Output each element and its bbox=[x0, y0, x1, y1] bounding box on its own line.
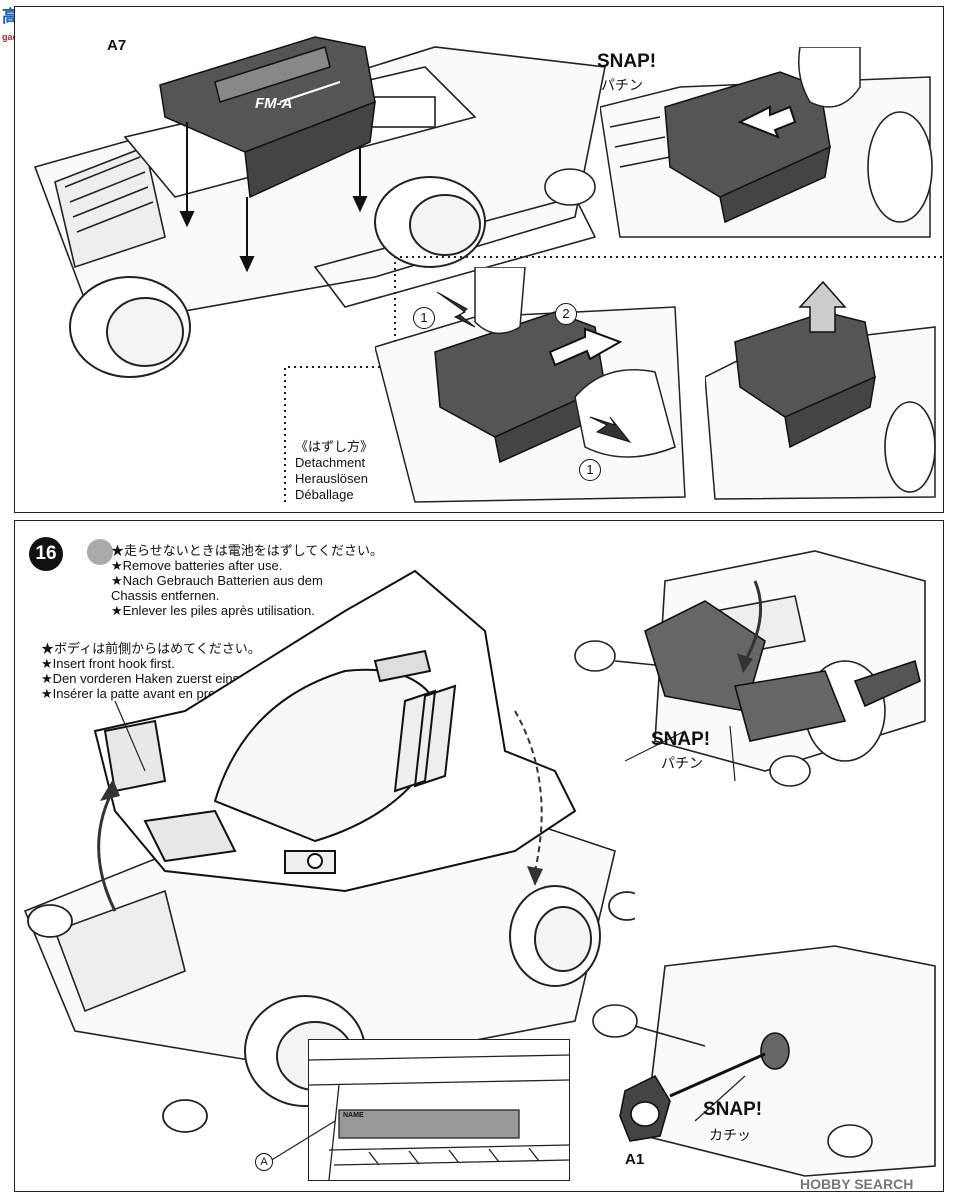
note-battery-fr: ★Enlever les piles après utilisation. bbox=[111, 603, 315, 618]
car-body bbox=[93, 569, 577, 893]
step-number-16: 16 bbox=[29, 537, 63, 571]
snap-label-right-jp: パチン bbox=[661, 755, 703, 771]
detach-text: 《はずし方》 Detachment Herauslösen Déballage bbox=[295, 439, 373, 503]
battery-cover-lifted bbox=[734, 311, 876, 449]
part-label-a1: A1 bbox=[625, 1151, 645, 1168]
roller-left bbox=[27, 904, 73, 938]
detach-illustration-1 bbox=[375, 267, 686, 503]
insert-guide-line bbox=[669, 1052, 766, 1098]
wheel-front-left bbox=[69, 276, 191, 378]
watermark-hobby-search: HOBBY SEARCH bbox=[800, 1176, 914, 1192]
push-arrow-top bbox=[436, 291, 476, 328]
slide-arrow-2 bbox=[548, 327, 623, 367]
roller-right bbox=[608, 891, 635, 921]
finger-side bbox=[574, 369, 676, 458]
step-15-panel: A7 FM-A SNAP! パチン bbox=[14, 6, 945, 513]
snap-label-bottom: SNAP! bbox=[703, 1099, 763, 1120]
rear-body-part bbox=[644, 600, 921, 742]
note-hook-fr: ★Insérer la patte avant en premier. bbox=[41, 686, 244, 701]
circled-step-1-bottom: 1 bbox=[579, 459, 601, 481]
wheel-rear bbox=[374, 176, 486, 268]
note-battery-en: ★Remove batteries after use. bbox=[111, 558, 283, 573]
circled-step-2: 2 bbox=[555, 303, 577, 325]
roller-a1-inset bbox=[592, 945, 936, 1177]
curved-arrow-rear bbox=[743, 580, 763, 662]
note-hook-en: ★Insert front hook first. bbox=[41, 656, 175, 671]
snap-label-top-jp: パチン bbox=[601, 77, 643, 93]
detach-illustration-2 bbox=[705, 280, 936, 500]
snap-inset-illustration bbox=[600, 47, 933, 238]
hook-leader-line bbox=[114, 700, 146, 772]
curved-arrow-front bbox=[97, 795, 117, 912]
finger-top bbox=[474, 267, 526, 335]
thumb-illustration bbox=[798, 47, 861, 108]
note-battery-de-2: Chassis entfernen. bbox=[111, 588, 220, 603]
emblem-main: FM-A bbox=[255, 95, 293, 112]
slide-arrow bbox=[737, 105, 797, 139]
note-battery-jp: ★走らせないときは電池をはずしてください。 bbox=[111, 543, 383, 558]
push-arrow-side bbox=[589, 416, 632, 443]
detach-fr: Déballage bbox=[295, 487, 354, 502]
down-arrows bbox=[179, 122, 368, 273]
rear-chassis-inset bbox=[574, 550, 926, 787]
detach-jp: 《はずし方》 bbox=[295, 439, 374, 454]
dotted-separator bbox=[284, 256, 945, 502]
roller-bottom bbox=[162, 1099, 208, 1133]
name-plate-sticker bbox=[338, 1109, 520, 1139]
dashed-guide bbox=[514, 710, 543, 872]
name-plate-label: NAME bbox=[343, 1112, 364, 1119]
sticker-inset: NAME bbox=[308, 1039, 570, 1181]
sticker-label-a: A bbox=[255, 1153, 273, 1171]
wheel-rear-right bbox=[509, 885, 601, 987]
snap-label-bottom-jp: カチッ bbox=[709, 1127, 751, 1143]
chassis-illustration-main bbox=[33, 36, 606, 378]
sticker-leader-line bbox=[269, 1120, 336, 1162]
note-hook-jp: ★ボディは前側からはめてください。 bbox=[41, 641, 261, 656]
battery-notes: ★走らせないときは電池をはずしてください。 ★Remove batteries … bbox=[111, 543, 383, 618]
hook-notes: ★ボディは前側からはめてください。 ★Insert front hook fir… bbox=[41, 641, 275, 701]
detach-en: Detachment bbox=[295, 455, 366, 470]
part-label-a7: A7 bbox=[107, 37, 127, 54]
detach-de: Herauslösen bbox=[295, 471, 368, 486]
gray-dot-icon bbox=[87, 539, 113, 565]
snap-label-right: SNAP! bbox=[651, 729, 711, 750]
battery-cover-snapped bbox=[664, 71, 831, 224]
step-16-panel: 16 ★走らせないときは電池をはずしてください。 ★Remove batteri… bbox=[14, 520, 944, 1192]
circled-step-1-top: 1 bbox=[413, 307, 435, 329]
lift-arrow bbox=[798, 280, 847, 333]
sticker-inset-drawing bbox=[309, 1054, 569, 1180]
roller-a1-part bbox=[619, 1032, 790, 1142]
note-hook-de: ★Den vorderen Haken zuerst einsetzen. bbox=[41, 671, 275, 686]
snap-label-top: SNAP! bbox=[597, 51, 657, 72]
note-battery-de-1: ★Nach Gebrauch Batterien aus dem bbox=[111, 573, 323, 588]
battery-cover-a7 bbox=[159, 36, 376, 199]
